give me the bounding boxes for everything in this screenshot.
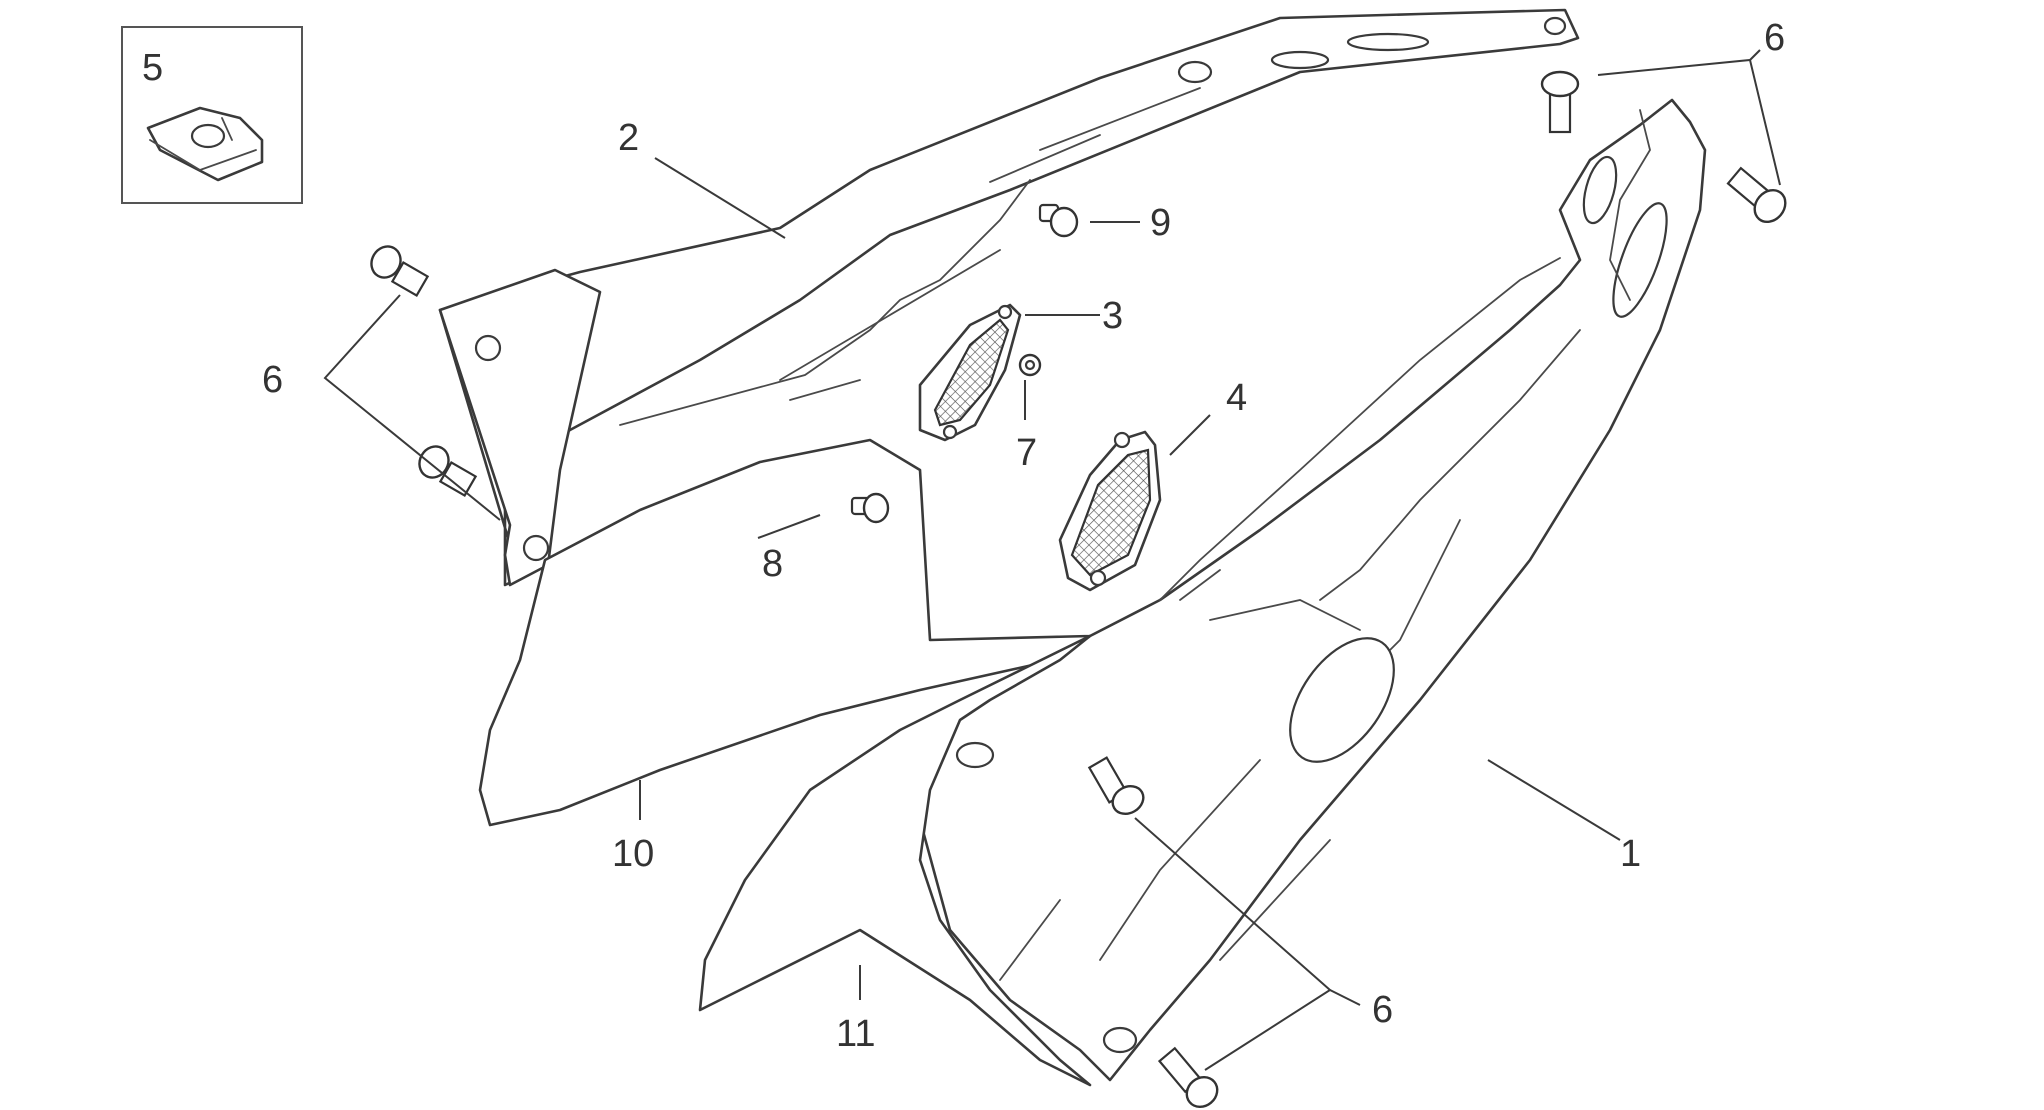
cable-line <box>619 179 1031 426</box>
callout-2: 2 <box>618 117 639 159</box>
callout-3: 3 <box>1102 295 1123 337</box>
screw-lower-middle <box>1087 756 1145 816</box>
callout-7: 7 <box>1016 432 1037 474</box>
screw-top-right-vertical <box>1540 70 1580 134</box>
leader-lines <box>323 49 1781 1071</box>
screw-top-left <box>370 245 430 298</box>
main-side-fairing <box>918 98 1707 1082</box>
callout-10: 10 <box>612 833 654 875</box>
upper-vent-grille <box>918 303 1022 442</box>
callout-6-top-right: 6 <box>1764 17 1785 59</box>
callout-8: 8 <box>762 543 783 585</box>
rubber-grommet-8 <box>850 492 890 524</box>
lower-side-panel <box>698 634 1138 1087</box>
callout-9: 9 <box>1150 202 1171 244</box>
lower-vent-grille <box>1058 430 1162 592</box>
callout-11: 11 <box>836 1013 875 1055</box>
screw-bottom <box>1157 1046 1219 1109</box>
callout-6-bottom: 6 <box>1372 989 1393 1031</box>
clip-nut-inset-box <box>121 26 303 204</box>
callout-4: 4 <box>1226 377 1247 419</box>
callout-6-left: 6 <box>262 359 283 401</box>
screw-top-right-angled <box>1726 166 1787 224</box>
small-nut <box>1018 353 1042 377</box>
callout-1: 1 <box>1620 833 1641 875</box>
clip-nut <box>146 106 264 182</box>
middle-side-panel <box>478 249 1182 827</box>
rubber-grommet-9 <box>1038 203 1079 238</box>
callout-5: 5 <box>142 47 163 89</box>
screw-lower-left <box>418 445 478 498</box>
